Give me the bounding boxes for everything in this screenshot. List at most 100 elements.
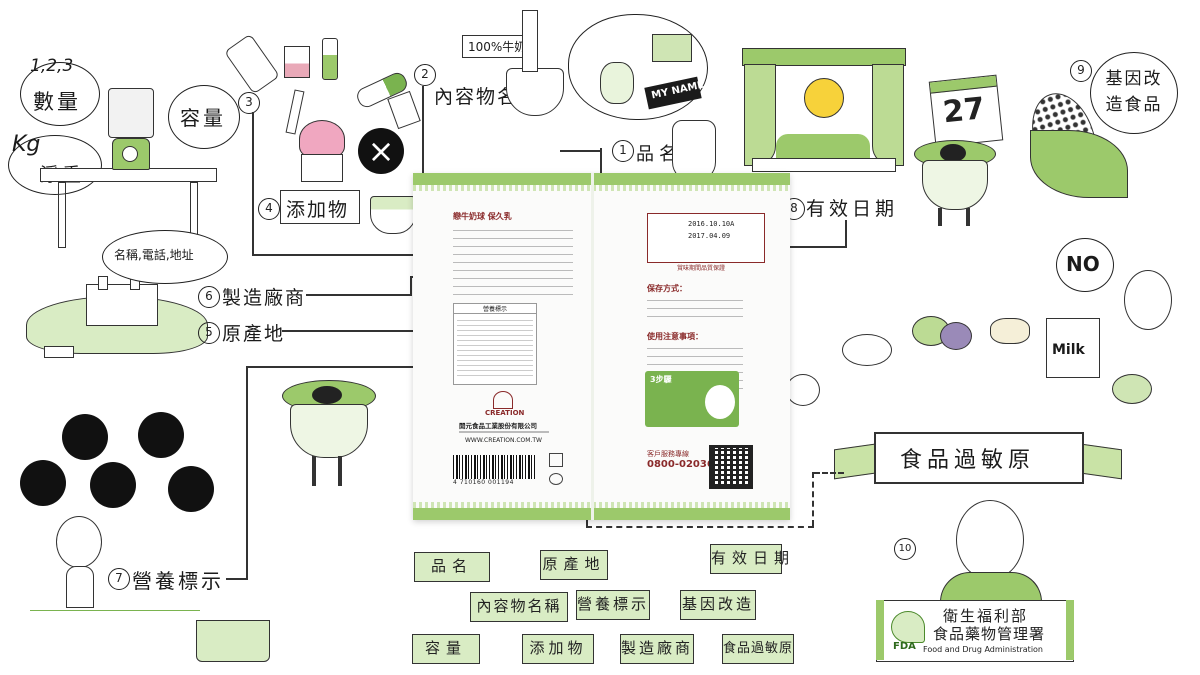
fda-official-body: [940, 572, 1042, 602]
creation-brand: CREATION: [485, 409, 525, 417]
fda-official-head: [956, 500, 1024, 580]
shrimp-icon: [786, 374, 820, 406]
nutrition-table: 營養標示: [453, 303, 537, 385]
nutrition-table-title: 營養標示: [454, 304, 536, 314]
steps-title: 3步驟: [650, 375, 672, 384]
package-seam: [591, 173, 594, 520]
allergen-label: 食品過敏原: [900, 448, 1036, 473]
boat-icon: [44, 346, 74, 358]
creation-logo-icon: [493, 391, 513, 409]
connector-capacity: [252, 112, 254, 255]
expiry-guarantee: 賞味期間品質保證: [677, 265, 726, 272]
product-package: 戀牛奶球 保久乳 營養標示 CREATION 開元食品工業股份有限公司 WWW.…: [413, 173, 790, 520]
allergen-board: [874, 432, 1084, 484]
hotline-number: 0800-020368: [647, 459, 721, 470]
connector-expiry: [845, 220, 847, 248]
sun-icon: [804, 78, 844, 118]
additives-banner: [280, 190, 360, 224]
address-bubble: [102, 230, 228, 284]
crab-icon: [842, 334, 892, 366]
kg-label: Kg: [12, 132, 41, 157]
fda-line2: 食品藥物管理署: [933, 625, 1046, 643]
scale-icon: [108, 88, 154, 170]
number-5: 5: [198, 322, 220, 344]
storage-title: 保存方式：: [647, 284, 687, 293]
steps-box: 3步驟: [645, 371, 739, 427]
number-3: 3: [238, 92, 260, 114]
shopping-cart-icon: [196, 620, 270, 662]
milk-pour-icon: [522, 10, 538, 72]
dash-allergen-h: [814, 472, 844, 474]
expiry-box: 2016.10.10A 2017.04.09: [647, 213, 765, 263]
milk-bowl-icon: [506, 68, 564, 116]
window-scene: [742, 48, 906, 174]
company-address-line: [459, 431, 549, 433]
origin-label: 原產地: [222, 323, 286, 345]
tag-product-name: 品名: [414, 552, 490, 582]
number-1: 1: [612, 140, 634, 162]
food-icon-cake: [62, 414, 108, 460]
milk-carton-icon: [1046, 318, 1100, 378]
package-top-crimp: [413, 185, 790, 191]
fda-logo-icon: [891, 611, 925, 643]
additives-label: 添加物: [286, 199, 350, 221]
connector-nutrition-v: [246, 366, 248, 580]
tag-capacity: 容量: [412, 634, 480, 664]
tag-origin: 原產地: [540, 550, 608, 580]
recycle-icon-2: [549, 473, 563, 485]
beaker-icon: [284, 46, 310, 78]
hand-cup-icon: [672, 120, 716, 182]
package-bottom-crimp: [413, 502, 790, 508]
capacity-bubble: [168, 85, 240, 149]
calendar-day: 27: [941, 91, 987, 131]
number-4: 4: [258, 198, 280, 220]
food-icon-bread: [138, 412, 184, 458]
milk-carton-label: Milk: [1052, 342, 1085, 358]
bottle-icon: [223, 33, 281, 95]
no-label: NO: [1066, 252, 1100, 276]
manufacturer-label: 製造廠商: [222, 287, 307, 309]
barcode-number: 4 710160 001194: [453, 479, 514, 486]
barcode: [453, 455, 535, 479]
number-2: 2: [414, 64, 436, 86]
yogurt-cup-icon: [370, 196, 416, 234]
connector-nutrition-h2: [226, 578, 248, 580]
package-ingredient-lines: [453, 225, 573, 297]
company-website: WWW.CREATION.COM.TW: [465, 437, 542, 444]
connector-product-h: [560, 150, 602, 152]
egg-icon: [1112, 374, 1152, 404]
landscape-scene: [26, 276, 208, 362]
recycle-icon: [549, 453, 563, 467]
storage-lines: [647, 295, 743, 323]
usage-title: 使用注意事項：: [647, 332, 703, 341]
food-icon-drop: [90, 462, 136, 508]
person-head-right: [1124, 270, 1172, 330]
expiry-date-1: 2016.10.10A: [688, 220, 735, 228]
tag-gmo: 基因改造: [680, 590, 756, 620]
pct-milk-label: 100%牛奶: [462, 35, 533, 58]
cow-photo-card: [652, 34, 692, 62]
fda-board: FDA 衛生福利部 食品藥物管理署 Food and Drug Administ…: [876, 600, 1074, 662]
gmo-label: 基因改造食品: [1105, 69, 1163, 115]
quantity-bubble: [20, 62, 100, 126]
connector-capacity-h: [252, 254, 452, 256]
connector-expiry-h: [736, 246, 846, 248]
name-tel-addr-label: 名稱,電話,地址: [114, 248, 194, 262]
tag-content-name: 內容物名稱: [470, 592, 568, 622]
calendar-icon: 27: [928, 74, 1004, 148]
package-top-band: [413, 173, 790, 185]
cup-mascot-strong: [910, 140, 1000, 230]
tag-expiry: 有效日期: [710, 544, 789, 574]
capacity-label: 容量: [180, 106, 226, 130]
tag-manufacturer: 製造廠商: [620, 634, 694, 664]
company-name: 開元食品工業股份有限公司: [459, 422, 537, 430]
corn-leaves: [1030, 130, 1128, 198]
person-left-head: [56, 516, 102, 568]
quantity-label: 數量: [33, 90, 81, 114]
food-icon-meat: [168, 466, 214, 512]
fda-english: Food and Drug Administration: [923, 645, 1043, 654]
number-10: 10: [894, 538, 916, 560]
person-left-body: [66, 566, 94, 608]
tag-icon: [387, 90, 421, 130]
connector-nutrition-h: [246, 366, 444, 368]
